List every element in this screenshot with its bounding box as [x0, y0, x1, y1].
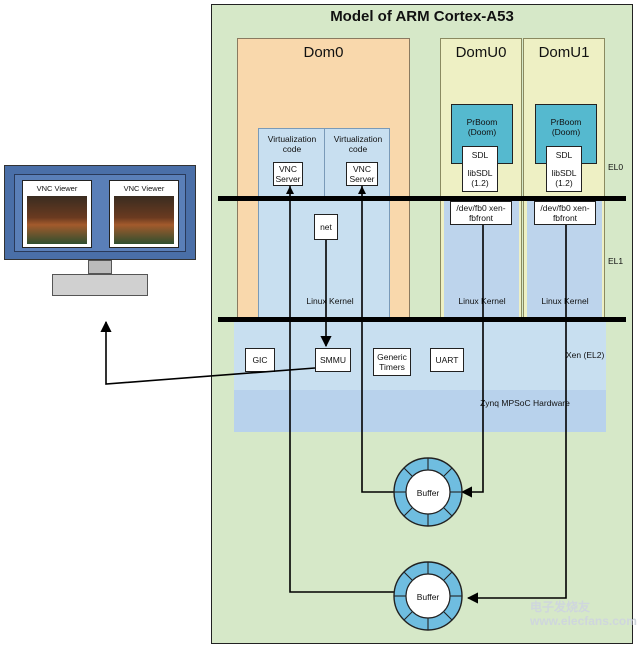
zynq-hardware-band: [234, 390, 606, 432]
gic-box: GIC: [245, 348, 275, 372]
domu1-label: DomU1: [538, 44, 590, 61]
buffer-label-1-top: Buffer: [416, 488, 440, 498]
vnc1-up-arrowhead: [286, 186, 294, 194]
monitor-neck: [88, 260, 112, 274]
virt-divider: [324, 128, 325, 200]
dom0-label: Dom0: [303, 44, 344, 61]
vnc-server-box-2: VNC Server: [346, 162, 378, 186]
diagram-title: Model of ARM Cortex-A53: [330, 8, 514, 25]
vnc2-buffer1-line: [361, 186, 402, 493]
sdl-label-domu0: SDL: [471, 150, 489, 160]
generic-timers-box: Generic Timers: [373, 348, 411, 376]
vnc-server-box-1: VNC Server: [273, 162, 303, 186]
vnc-viewer-title-1: VNC Viewer: [36, 184, 78, 193]
virt-code-label-2: Virtualization code: [333, 134, 383, 154]
fbfront-box-domu1: /dev/fb0 xen-fbfront: [534, 201, 596, 225]
monitor-base: [52, 274, 148, 296]
domu0-linux-kernel-label: Linux Kernel: [458, 296, 506, 306]
libsdl-box-domu1: SDL libSDL (1.2): [546, 146, 582, 192]
doom-screenshot-1: [27, 196, 87, 244]
zynq-mpsoc-label: Zynq MPSoC Hardware: [480, 398, 570, 408]
domu1-to-buffer2-arrow: [466, 225, 567, 604]
elecfans-watermark: 电子发烧友 www.elecfans.com: [530, 600, 637, 628]
vnc2-up-arrowhead: [358, 186, 366, 194]
virt-code-label-1: Virtualization code: [267, 134, 317, 154]
doom-screenshot-2: [114, 196, 174, 244]
smmu-box: SMMU: [315, 348, 351, 372]
vnc1-buffer2-line: [289, 186, 402, 593]
fbfront-box-domu0: /dev/fb0 xen-fbfront: [450, 201, 512, 225]
el0-label: EL0: [608, 162, 624, 172]
ring-buffer-2: [393, 561, 463, 631]
ring-buffer-1: [393, 457, 463, 527]
domu0-to-buffer1-arrow: [460, 225, 484, 498]
domu1-linux-kernel-label: Linux Kernel: [541, 296, 589, 306]
net-box: net: [314, 214, 338, 240]
vnc-viewer-title-2: VNC Viewer: [123, 184, 165, 193]
xen-el2-band: [234, 322, 606, 390]
libsdl-label-domu1: libSDL (1.2): [551, 168, 577, 188]
uart-box: UART: [430, 348, 464, 372]
libsdl-label-domu0: libSDL (1.2): [467, 168, 493, 188]
dom0-linux-kernel-label: Linux Kernel: [306, 296, 354, 306]
domu0-label: DomU0: [455, 44, 507, 61]
el1-el2-boundary: [218, 317, 626, 322]
el1-label: EL1: [608, 256, 624, 266]
libsdl-box-domu0: SDL libSDL (1.2): [462, 146, 498, 192]
xen-el2-label: Xen (EL2): [566, 350, 605, 360]
smmu-to-monitor-arrow: [100, 320, 316, 385]
sdl-label-domu1: SDL: [555, 150, 573, 160]
buffer-label-2-top: Buffer: [416, 592, 440, 602]
el0-el1-boundary: [218, 196, 626, 201]
